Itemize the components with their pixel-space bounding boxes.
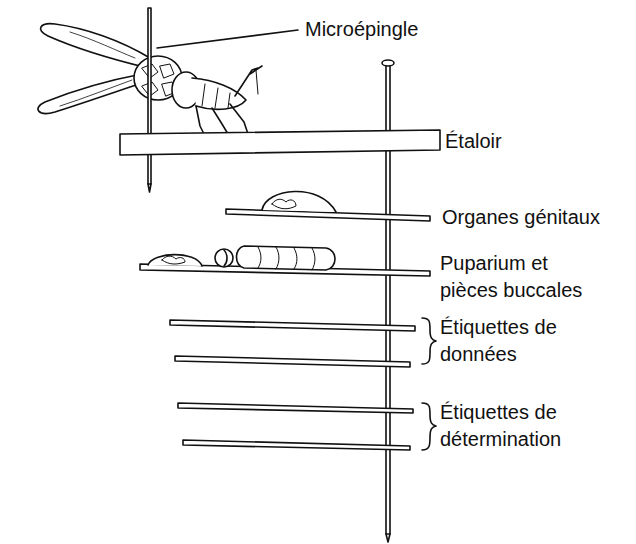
upper-wing: [41, 24, 150, 68]
data-label-card: [175, 356, 410, 367]
insect-leg: [235, 66, 262, 96]
lower-wing: [38, 74, 145, 113]
insect-legs: [196, 104, 248, 134]
micropin: [148, 8, 151, 184]
mouthparts-vial: [148, 255, 202, 266]
determination-label-card: [183, 440, 410, 450]
puparium: [237, 246, 336, 270]
curly-bracket: [422, 318, 436, 364]
curly-bracket: [422, 403, 436, 450]
leader-line: [157, 30, 298, 48]
part-label: Microépingle: [305, 16, 505, 43]
part-label: Puparium et pièces buccales: [440, 250, 600, 304]
part-label: Étiquettes de détermination: [440, 399, 620, 453]
part-label: Organes génitaux: [442, 204, 632, 231]
stage-strip: [120, 130, 440, 155]
determination-label-card: [178, 403, 413, 413]
part-label: Étiquettes de données: [440, 314, 558, 368]
insect-body: [192, 78, 246, 109]
pin-tip: [386, 534, 390, 542]
data-label-card: [170, 320, 415, 331]
part-label: Étaloir: [445, 128, 595, 155]
puparium-cap: [215, 249, 233, 267]
pin-head: [382, 60, 394, 66]
genitalia-vial: [262, 191, 336, 212]
